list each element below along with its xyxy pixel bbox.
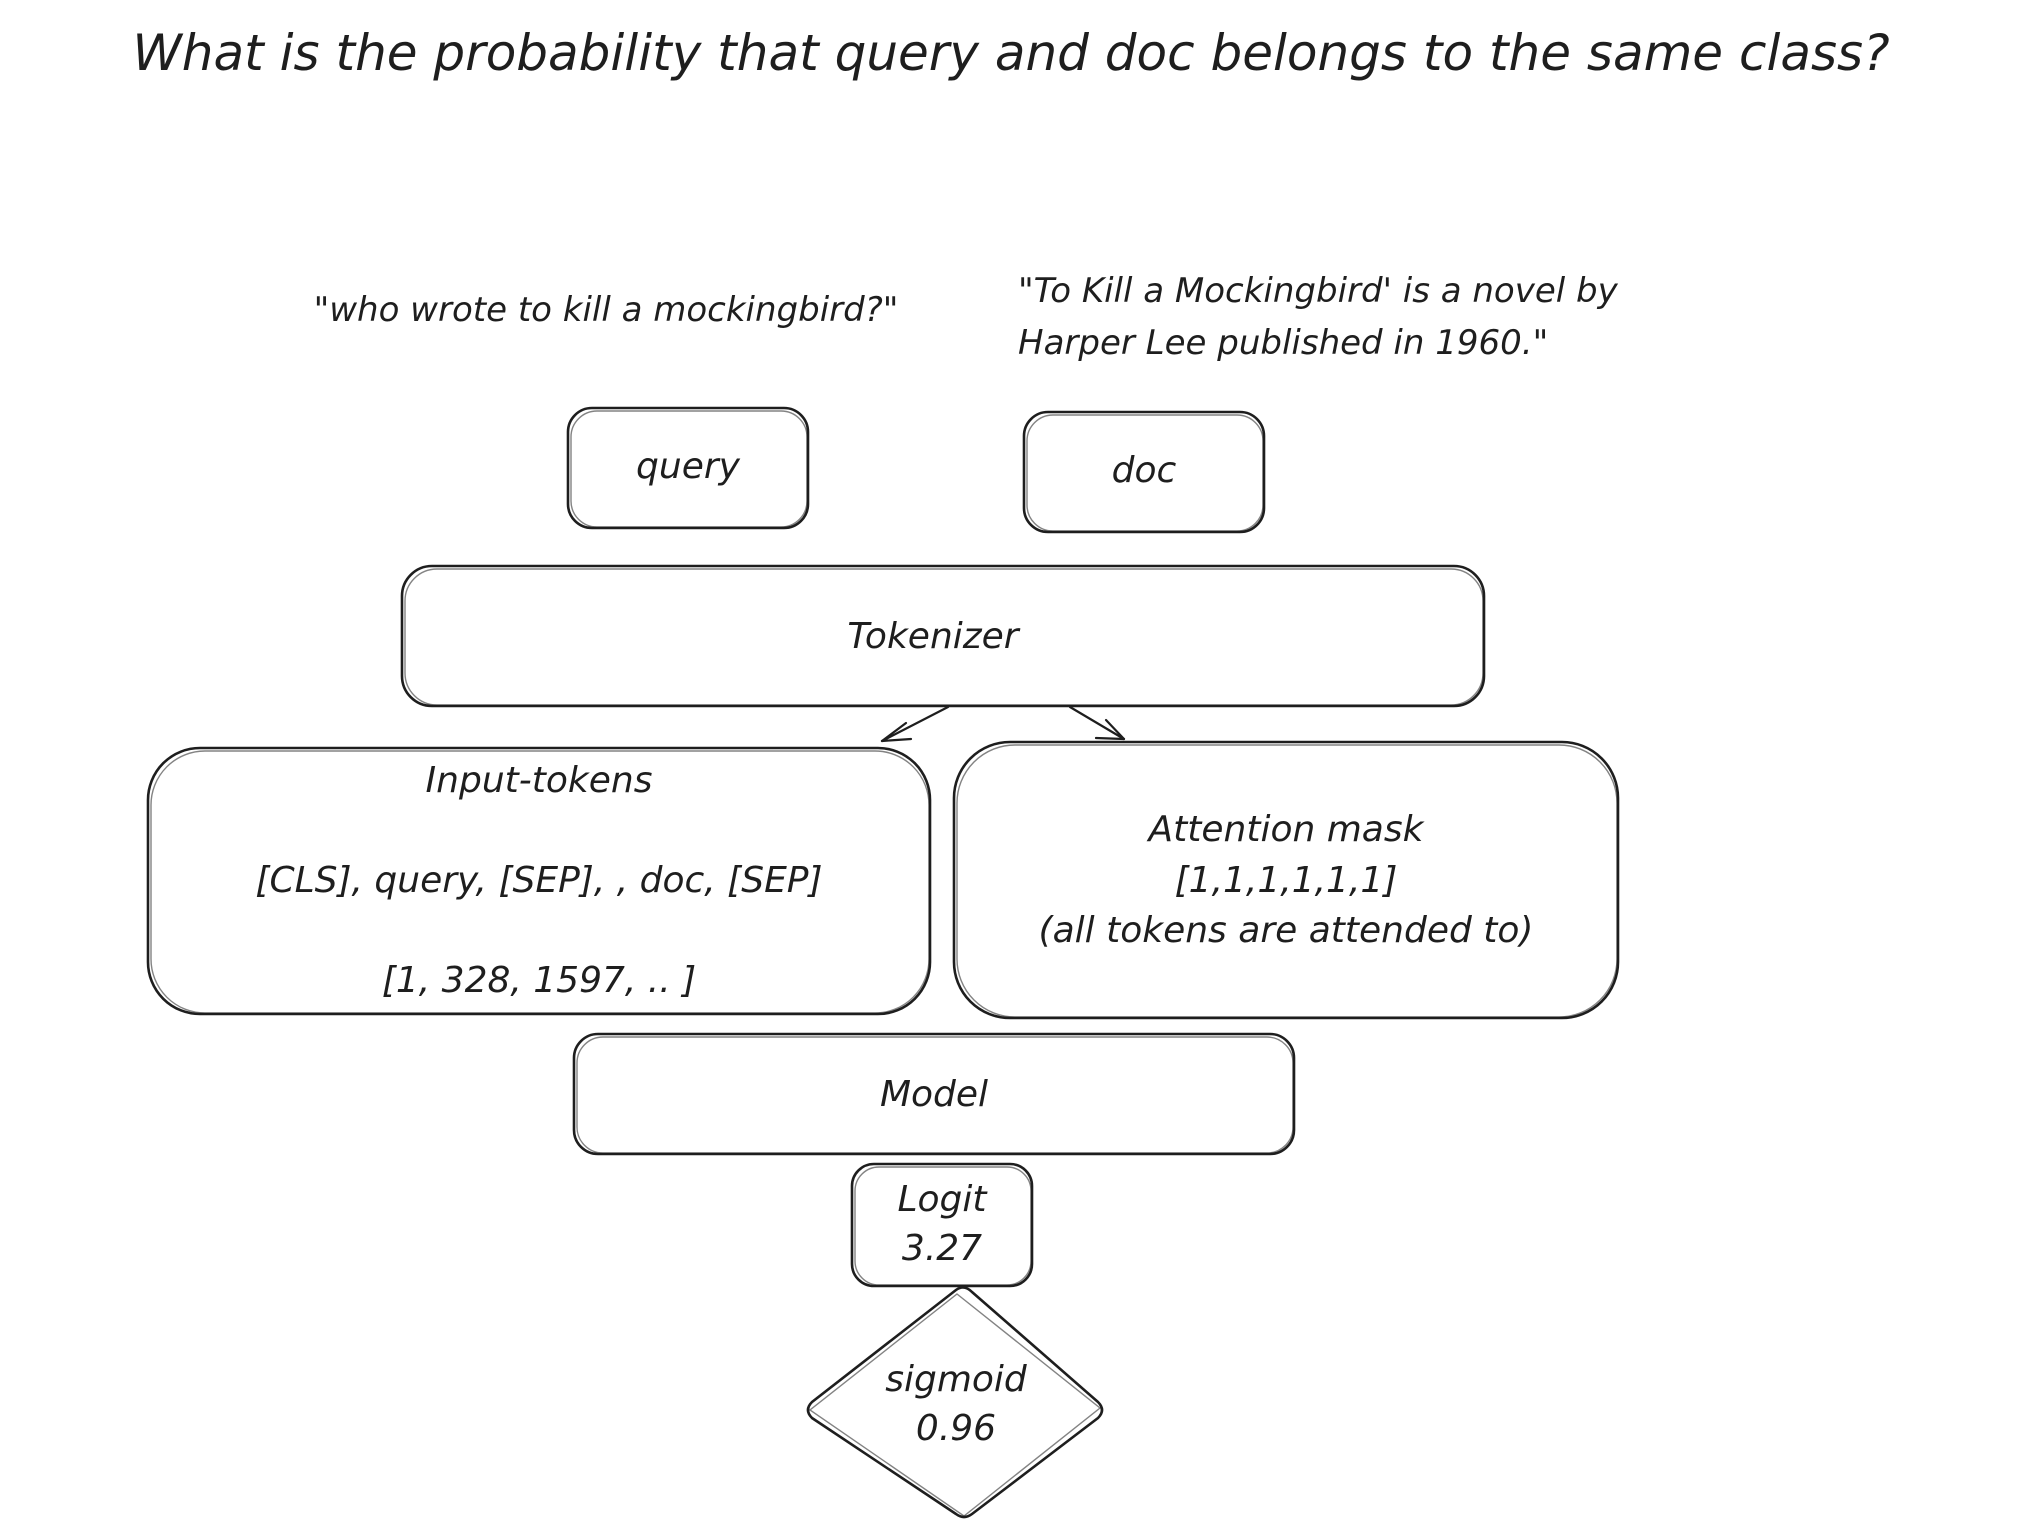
query-node-label: query [636, 446, 741, 487]
attention-mask-note: (all tokens are attended to) [1039, 910, 1534, 951]
tokenizer-node-label: Tokenizer [847, 616, 1020, 657]
doc-node-label: doc [1112, 450, 1177, 491]
doc-example-line-1: "To Kill a Mockingbird' is a novel by [1018, 271, 1619, 311]
logit-label: Logit [897, 1179, 988, 1220]
sigmoid-label: sigmoid [885, 1359, 1028, 1400]
input-tokens-heading: Input-tokens [426, 760, 653, 801]
diagram-title: What is the probability that query and d… [132, 24, 1889, 82]
model-node-label: Model [880, 1074, 988, 1115]
logit-node: Logit 3.27 [850, 1162, 1034, 1288]
arrow-to-attention-mask [1068, 705, 1126, 741]
input-tokens-sequence: [CLS], query, [SEP], , doc, [SEP] [255, 860, 822, 901]
model-node: Model [572, 1032, 1296, 1156]
input-tokens-node: Input-tokens [CLS], query, [SEP], , doc,… [146, 746, 932, 1016]
tokenizer-node: Tokenizer [400, 564, 1486, 708]
attention-mask-node: Attention mask [1,1,1,1,1,1] (all tokens… [952, 740, 1620, 1020]
attention-mask-values: [1,1,1,1,1,1] [1175, 860, 1398, 901]
arrow-to-input-tokens [880, 705, 950, 743]
sigmoid-value: 0.96 [916, 1408, 996, 1449]
logit-value: 3.27 [902, 1228, 982, 1269]
query-node: query [566, 406, 810, 530]
input-tokens-ids: [1, 328, 1597, .. ] [382, 960, 696, 1001]
doc-node: doc [1022, 410, 1266, 534]
sigmoid-node: sigmoid 0.96 [806, 1286, 1104, 1519]
query-example-text: "who wrote to kill a mockingbird?" [314, 290, 899, 330]
doc-example-line-2: Harper Lee published in 1960." [1018, 323, 1548, 363]
attention-mask-heading: Attention mask [1147, 809, 1426, 850]
